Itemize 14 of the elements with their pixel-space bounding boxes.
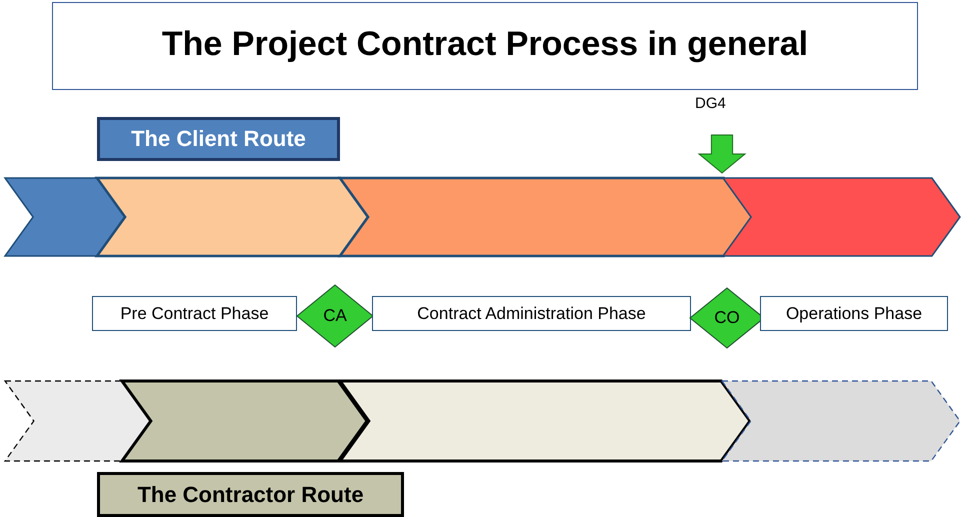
phase-label: Contract Administration Phase bbox=[417, 304, 646, 324]
gate-label: DG4 bbox=[695, 95, 726, 112]
route-title: The Client Route bbox=[131, 126, 306, 152]
gate-label: CO bbox=[714, 308, 740, 328]
diagram-title: The Project Contract Process in general bbox=[160, 24, 810, 65]
gate-label: CA bbox=[323, 306, 347, 326]
route-banner bbox=[97, 117, 340, 161]
phase-label: Operations Phase bbox=[786, 304, 922, 324]
phase-box bbox=[92, 296, 297, 331]
phase-label: Pre Contract Phase bbox=[120, 304, 269, 324]
route-title: The Contractor Route bbox=[137, 482, 364, 508]
route-banner bbox=[97, 472, 404, 517]
phase-box bbox=[760, 296, 948, 331]
phase-box bbox=[372, 296, 691, 331]
